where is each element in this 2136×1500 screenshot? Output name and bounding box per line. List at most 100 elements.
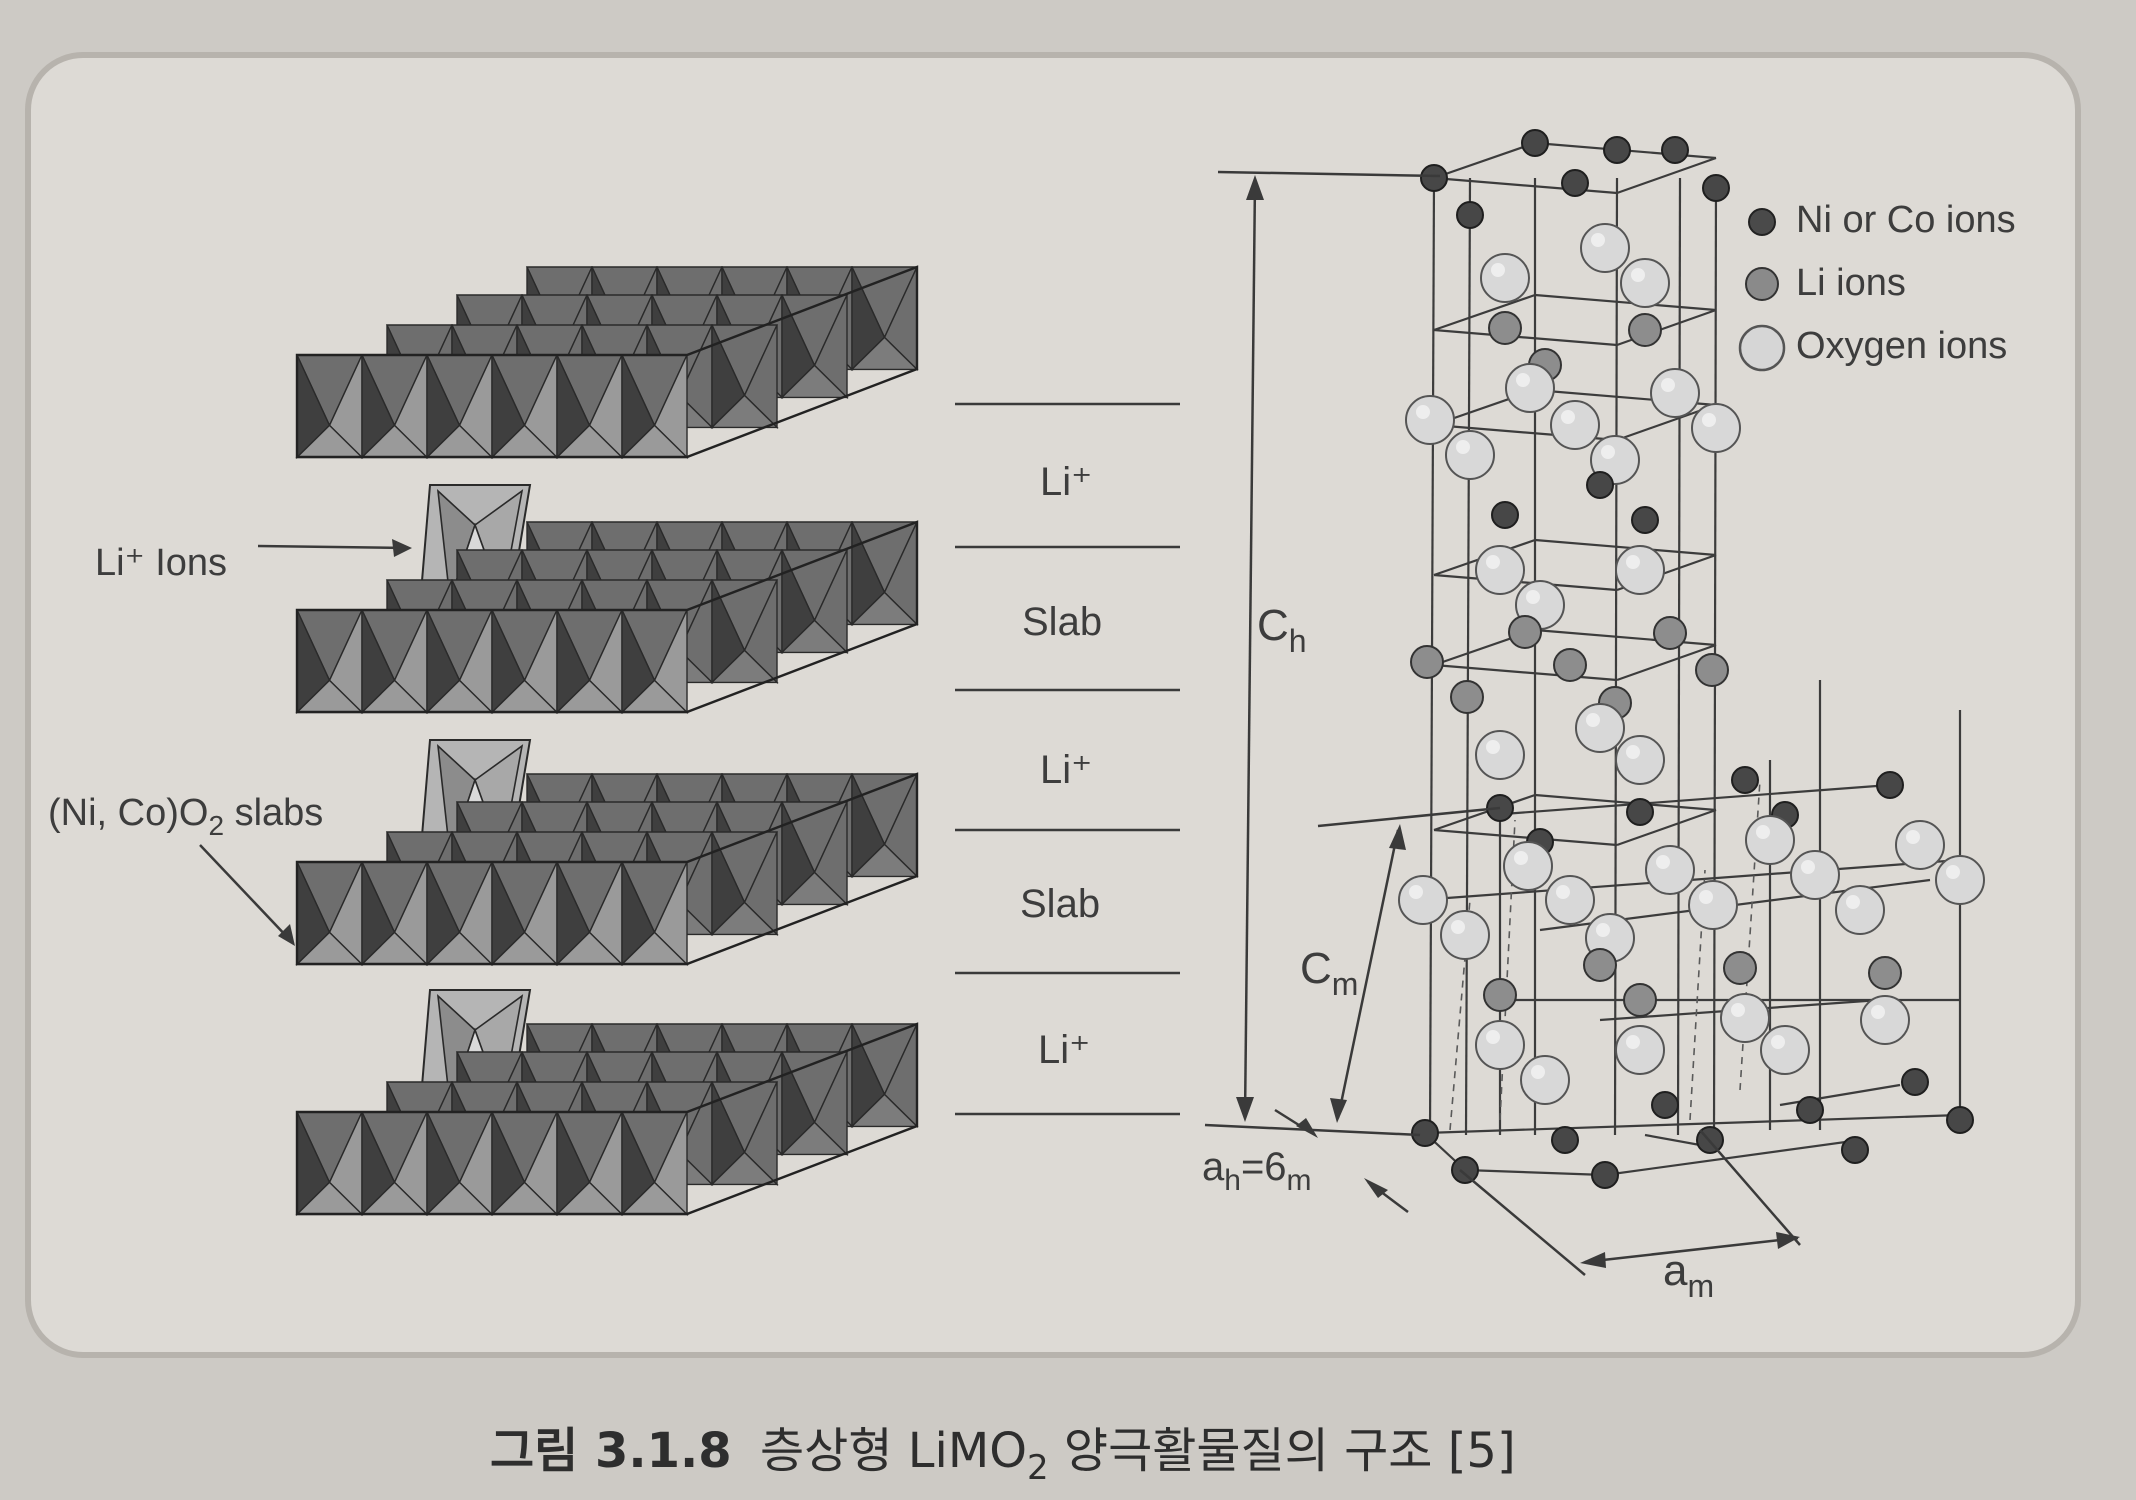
layer-label-li-2: Li⁺ (1040, 748, 1092, 792)
legend: Ni or Co ions Li ions Oxygen ions (1738, 199, 2016, 372)
oxygen-atom (1835, 885, 1885, 935)
oxygen-atom (1550, 400, 1600, 450)
ni-co-atom (1631, 506, 1659, 534)
oxygen-atom (1480, 253, 1530, 303)
oxygen-atom (1935, 855, 1985, 905)
oxygen-atom (1503, 841, 1553, 891)
li-atom (1553, 648, 1587, 682)
ni-co-atom (1591, 1161, 1619, 1189)
oxygen-atom (1445, 430, 1495, 480)
layered-octahedra-illustration (295, 265, 919, 1217)
oxygen-atom (1860, 995, 1910, 1045)
legend-label-ni-co: Ni or Co ions (1796, 199, 2016, 241)
legend-item-ni-co: Ni or Co ions (1748, 199, 2016, 241)
oxygen-atom (1505, 363, 1555, 413)
ni-co-atom (1411, 1119, 1439, 1147)
ni-co-atom (1420, 164, 1448, 192)
li-atom (1628, 313, 1662, 347)
li-ions-arrow (257, 544, 409, 550)
ni-co-atom (1626, 798, 1654, 826)
ni-co-atom (1491, 501, 1519, 529)
ch-dimension: Ch (1217, 170, 1441, 1122)
oxygen-atom (1615, 1025, 1665, 1075)
legend-item-li: Li ions (1745, 262, 1906, 304)
caption-number: 그림 3.1.8 (490, 1423, 732, 1479)
slabs-arrowhead (278, 924, 295, 946)
ni-co-atom (1451, 1156, 1479, 1184)
oxygen-atom (1475, 730, 1525, 780)
slabs-label-group: (Ni, Co)O2 slabs (48, 792, 323, 946)
oxygen-atom (1580, 223, 1630, 273)
oxygen-atom (1615, 545, 1665, 595)
layer-label-li-3: Li⁺ (1038, 1028, 1090, 1072)
oxygen-atom (1575, 703, 1625, 753)
li-atom (1623, 983, 1657, 1017)
legend-label-oxygen: Oxygen ions (1796, 325, 2007, 367)
oxygen-atom (1760, 1025, 1810, 1075)
am-dimension: am (1459, 1129, 1801, 1304)
li-atom (1723, 951, 1757, 985)
li-ions-arrowhead (392, 539, 412, 557)
li-ions-label: Li⁺ Ions (95, 542, 227, 584)
octahedral-slab-2 (295, 520, 919, 715)
am-label: am (1663, 1246, 1714, 1304)
ni-co-atom (1841, 1136, 1869, 1164)
ch-label: Ch (1257, 601, 1307, 659)
oxygen-atom (1895, 820, 1945, 870)
slabs-arrow (199, 844, 291, 941)
layer-label-slab-2: Slab (1020, 882, 1100, 926)
ni-co-atom (1651, 1091, 1679, 1119)
oxygen-atom (1745, 815, 1795, 865)
oxygen-atom (1520, 1055, 1570, 1105)
ah-dimension: ah=6m (1202, 1108, 1421, 1213)
li-atom (1410, 645, 1444, 679)
oxygen-atom (1691, 403, 1741, 453)
li-atom (1488, 311, 1522, 345)
ni-co-atom (1603, 136, 1631, 164)
li-atom (1695, 653, 1729, 687)
ni-co-atom (1551, 1126, 1579, 1154)
oxygen-atom (1615, 735, 1665, 785)
octahedral-slab-4 (295, 1022, 919, 1217)
oxygen-ion-icon (1738, 324, 1786, 372)
li-atom (1653, 616, 1687, 650)
oxygen-atom (1398, 875, 1448, 925)
oxygen-atom (1545, 875, 1595, 925)
li-atom (1450, 680, 1484, 714)
oxygen-atom (1688, 880, 1738, 930)
li-atom (1583, 948, 1617, 982)
crystal-lattice-illustration (1398, 129, 1985, 1189)
oxygen-atom (1475, 545, 1525, 595)
ah-label: ah=6m (1202, 1145, 1312, 1197)
layer-separators (955, 402, 1180, 1116)
octahedral-slab-1 (295, 265, 919, 460)
oxygen-atom (1720, 993, 1770, 1043)
caption-text: 층상형 LiMO2 양극활물질의 구조 [5] (760, 1423, 1516, 1488)
oxygen-atom (1440, 910, 1490, 960)
figure-caption: 그림 3.1.8 층상형 LiMO2 양극활물질의 구조 [5] (490, 1423, 1516, 1488)
cm-label: Cm (1300, 944, 1358, 1002)
ni-co-atom (1946, 1106, 1974, 1134)
ni-co-atom (1731, 766, 1759, 794)
li-ion-icon (1745, 267, 1779, 301)
layer-label-slab-1: Slab (1022, 600, 1102, 644)
legend-label-li: Li ions (1796, 262, 1906, 304)
li-ions-label-group: Li⁺ Ions (95, 539, 412, 584)
oxygen-atom (1645, 845, 1695, 895)
ni-co-atom (1586, 471, 1614, 499)
layer-label-li-1: Li⁺ (1040, 460, 1092, 504)
ni-co-atom (1796, 1096, 1824, 1124)
cm-dimension: Cm (1300, 806, 1501, 1123)
ni-co-atom (1521, 129, 1549, 157)
ni-co-atom (1702, 174, 1730, 202)
ni-co-atom (1661, 136, 1689, 164)
legend-item-oxygen: Oxygen ions (1738, 324, 2007, 372)
oxygen-atom (1405, 395, 1455, 445)
ni-co-ion-icon (1748, 208, 1776, 236)
ni-co-atom (1456, 201, 1484, 229)
li-atom (1508, 615, 1542, 649)
ni-co-atom (1876, 771, 1904, 799)
ni-co-atom (1901, 1068, 1929, 1096)
oxygen-atom (1650, 368, 1700, 418)
